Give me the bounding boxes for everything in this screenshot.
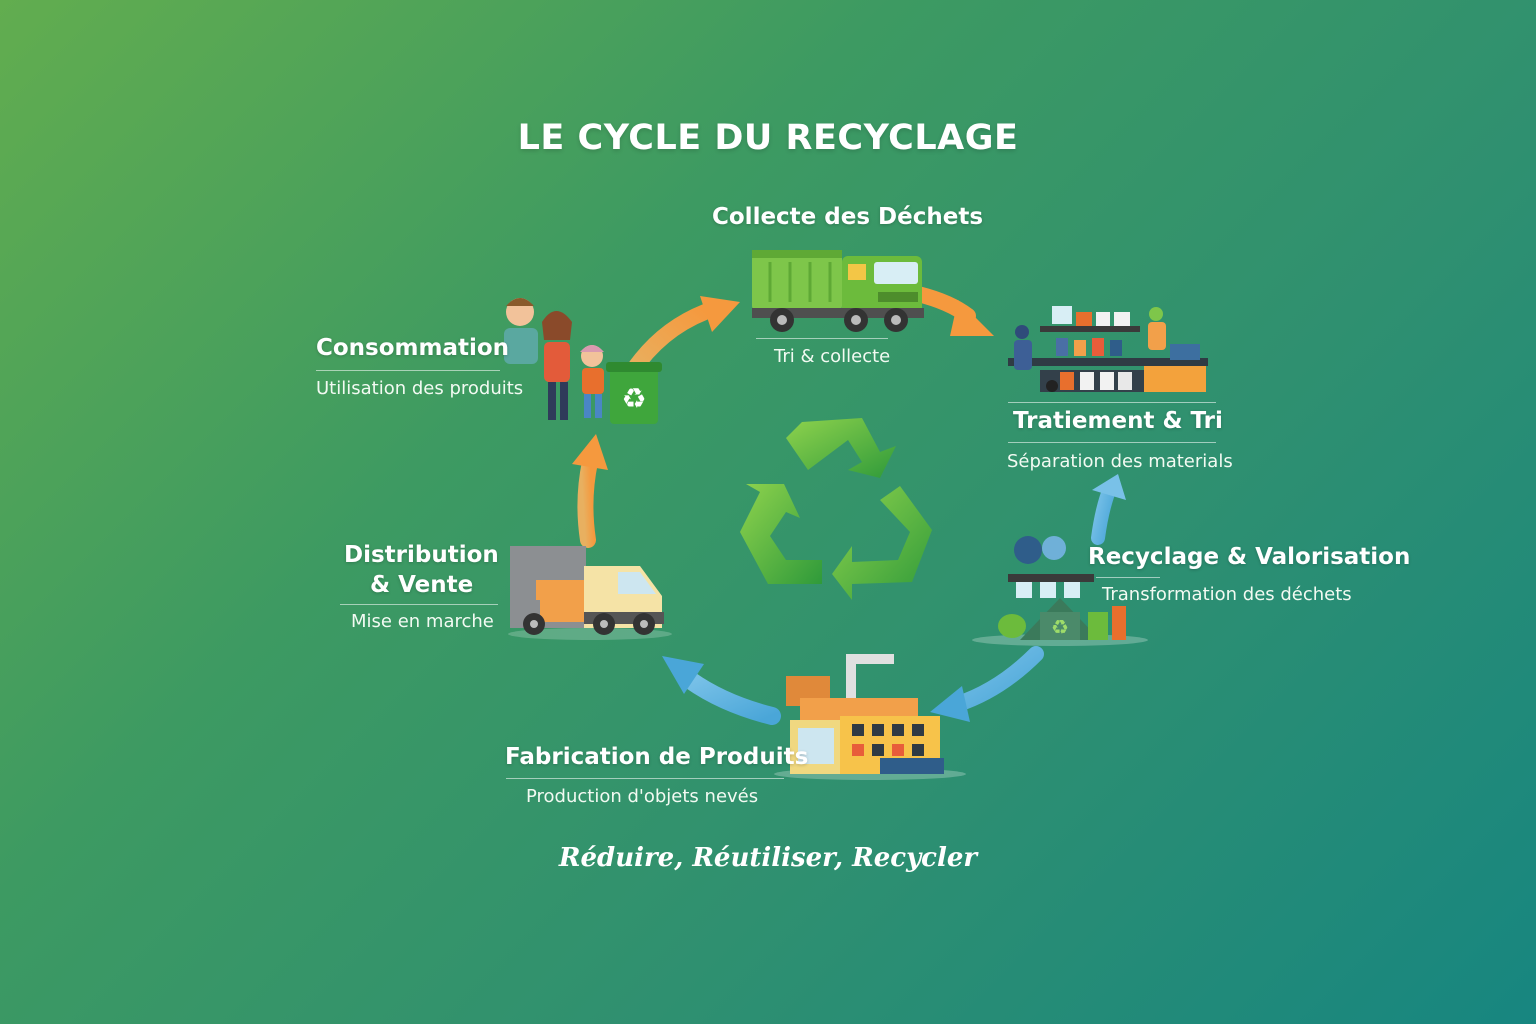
stage-collecte-title: Collecte des Déchets bbox=[712, 204, 984, 230]
stage-recyclage-divider bbox=[1096, 577, 1160, 578]
stage-distribution-title-line1: Distribution bbox=[344, 542, 499, 568]
arrow-recyclage-to-traitement bbox=[1091, 474, 1126, 545]
stage-fabrication-title: Fabrication de Produits bbox=[505, 744, 809, 770]
stage-collecte-subtitle: Tri & collecte bbox=[774, 346, 891, 367]
stage-consommation-subtitle: Utilisation des produits bbox=[316, 378, 524, 399]
recycling-plant-icon: ♻ bbox=[972, 536, 1148, 646]
stage-traitement-divider bbox=[1008, 442, 1216, 443]
slogan: Réduire, Réutiliser, Recycler bbox=[558, 843, 978, 873]
stage-fabrication-subtitle: Production d'objets nevés bbox=[526, 786, 759, 807]
stage-recyclage-subtitle: Transformation des déchets bbox=[1102, 584, 1352, 605]
arrow-distribution-to-consommation bbox=[572, 434, 608, 548]
stage-consommation-divider bbox=[316, 370, 500, 371]
stage-traitement-divider-top bbox=[1008, 402, 1216, 403]
garbage-truck-icon bbox=[752, 250, 924, 332]
stage-consommation-title: Consommation bbox=[316, 335, 510, 361]
stage-distribution-subtitle: Mise en marche bbox=[351, 611, 494, 632]
stage-traitement-subtitle: Séparation des materials bbox=[1007, 451, 1233, 472]
stage-distribution-divider bbox=[340, 604, 498, 605]
delivery-truck-icon bbox=[508, 546, 672, 640]
sorting-workers-icon bbox=[1008, 306, 1208, 392]
stage-collecte-divider bbox=[756, 338, 888, 339]
stage-fabrication-divider bbox=[506, 778, 784, 779]
arrow-recyclage-to-fabrication bbox=[930, 646, 1044, 722]
arrow-fabrication-to-distribution bbox=[662, 656, 781, 725]
arrow-consommation-to-collecte bbox=[624, 296, 740, 380]
recycle-symbol-icon bbox=[740, 418, 932, 600]
factory-icon bbox=[774, 654, 966, 780]
svg-text:♻: ♻ bbox=[621, 382, 646, 415]
family-icon bbox=[504, 298, 604, 420]
page-title: LE CYCLE DU RECYCLAGE bbox=[517, 118, 1019, 158]
stage-traitement-title: Tratiement & Tri bbox=[1013, 408, 1223, 434]
arrow-collecte-to-traitement bbox=[910, 286, 994, 336]
stage-distribution-title-line2: & Vente bbox=[370, 572, 474, 598]
recycle-bin-icon: ♻ bbox=[606, 362, 662, 424]
stage-recyclage-title: Recyclage & Valorisation bbox=[1088, 544, 1411, 570]
svg-text:♻: ♻ bbox=[1051, 615, 1069, 639]
